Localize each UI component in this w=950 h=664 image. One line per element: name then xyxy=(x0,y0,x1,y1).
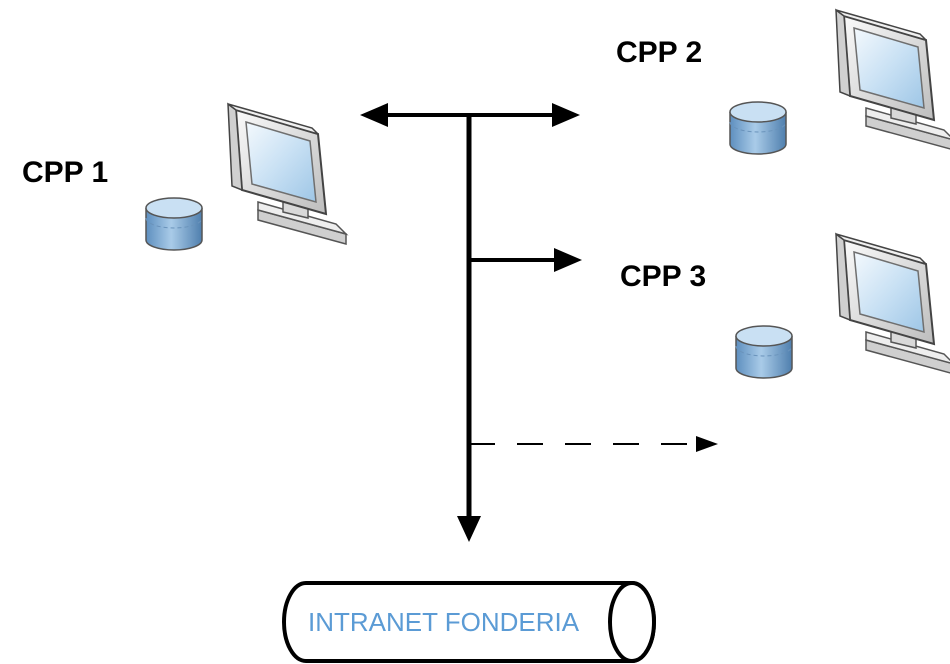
cpp3-label: CPP 3 xyxy=(620,260,706,293)
cpp3-computer-icon xyxy=(835,233,950,375)
intranet-label: INTRANET FONDERIA xyxy=(308,607,580,637)
cpp2-label: CPP 2 xyxy=(616,36,702,69)
future-link-arrowhead xyxy=(696,436,718,452)
intranet-pipe: INTRANET FONDERIA xyxy=(282,581,656,663)
cpp2-database-icon xyxy=(729,101,787,155)
cpp1-computer-icon xyxy=(227,103,347,245)
cpp1-label: CPP 1 xyxy=(22,156,108,189)
cpp3-link-arrowhead xyxy=(554,248,582,272)
trunk-arrowhead-down xyxy=(457,516,481,542)
cpp1-database-icon xyxy=(145,197,203,251)
top-link-arrowhead-right xyxy=(552,103,580,127)
cpp3-database-icon xyxy=(735,325,793,379)
top-link-arrowhead-left xyxy=(360,103,388,127)
cpp2-computer-icon xyxy=(835,9,950,151)
